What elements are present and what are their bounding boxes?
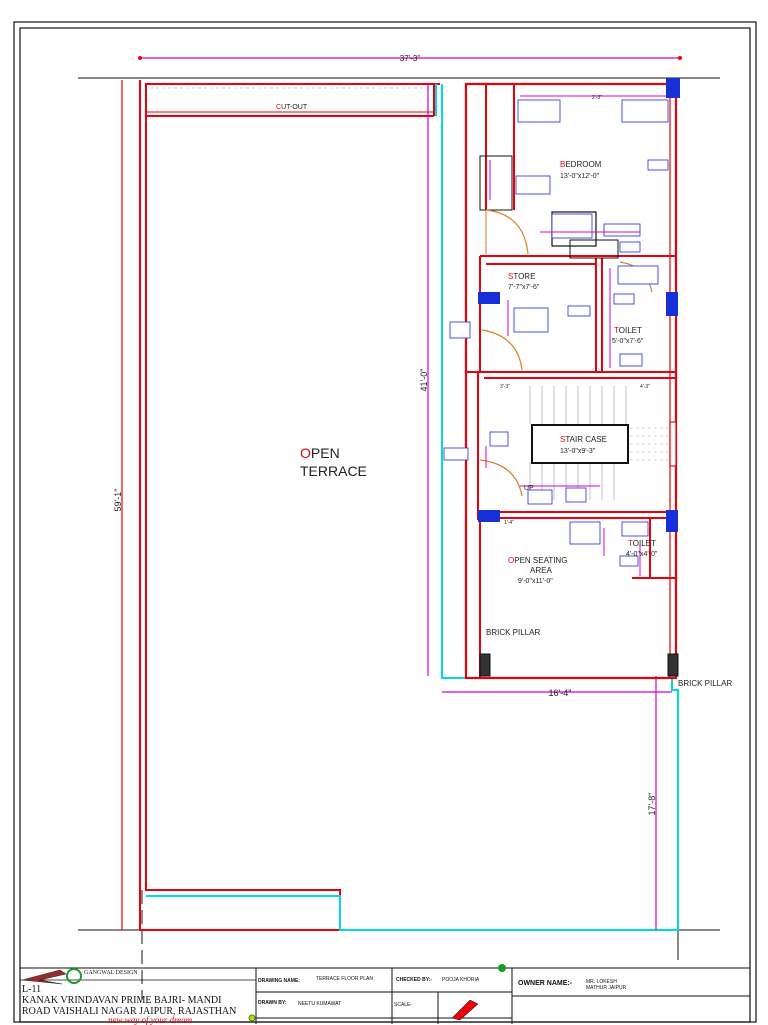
- dim-4-3: 4'-3": [640, 384, 650, 390]
- wardrobe: [479, 155, 513, 211]
- dim-tick: [138, 56, 142, 60]
- bedroom-size: 13'-0"x12'-0": [560, 173, 600, 180]
- column-mid-right: [666, 292, 678, 316]
- toilet-lower-label: TOILET: [628, 539, 656, 548]
- stair-up-label: UP: [524, 485, 534, 492]
- store-door-arc: [481, 329, 523, 371]
- dim-3-3: 3'-3": [500, 384, 510, 390]
- dim-1-4: 1'-4": [504, 520, 514, 526]
- drawing-name-value: TERRACE FLOOR PLAN: [316, 976, 373, 982]
- store-label: STORE: [508, 272, 535, 281]
- staircase-label-box: [531, 424, 629, 464]
- drawn-by-value: NEETU KUMAWAT: [298, 1001, 342, 1007]
- stair-steps-top: [529, 386, 627, 424]
- toilet-lower-size: 4'-0"x4'-0": [626, 551, 658, 558]
- open-seating-label: OPEN SEATING: [508, 556, 567, 565]
- electrical-wiring: [485, 95, 666, 576]
- marker-green-1: [498, 964, 506, 972]
- brick-pillar-label-1: BRICK PILLAR: [486, 628, 540, 637]
- stair-red-strip: [669, 421, 677, 467]
- outer-wall: [139, 80, 440, 931]
- open-seating-label-line2: AREA: [530, 566, 552, 575]
- toilet-upper-size: 5'-0"x7'-6": [612, 338, 644, 345]
- owner-value: MR. LOKESH MATHUR JAIPUR: [586, 979, 627, 991]
- open-terrace-label-line2: TERRACE: [300, 463, 367, 479]
- cutout-label: CUT-OUT: [276, 104, 308, 111]
- toilet-upper-label: TOILET: [614, 326, 642, 335]
- store-size: 7'-7"x7'-6": [508, 284, 540, 291]
- firm-name: GANGWAL DESIGN: [84, 970, 138, 976]
- plot-number: L-11: [22, 984, 42, 995]
- address-line-2: ROAD VAISHALI NAGAR JAIPUR, RAJASTHAN: [22, 1006, 237, 1017]
- dim-lower-depth: 17'-8": [647, 793, 657, 816]
- dim-tick: [678, 56, 682, 60]
- owner-label: OWNER NAME:-: [518, 980, 573, 987]
- dim-top-width: 37'-3": [400, 54, 421, 63]
- building-outline: [464, 82, 678, 680]
- dim-left-depth: 59'-1": [113, 489, 123, 512]
- sheet-border-inner: [19, 27, 751, 1023]
- open-seating-size: 9'-0"x11'-0": [518, 578, 553, 585]
- bedside: [569, 239, 619, 259]
- brick-pillar-label-2: BRICK PILLAR: [678, 679, 732, 688]
- column-lower-right: [666, 510, 678, 532]
- logo-g-icon: [66, 968, 82, 984]
- logo-plane-icon: [21, 969, 67, 985]
- staircase-size: 13'-0"x9'-3": [560, 448, 596, 455]
- north-arrow-icon: [451, 999, 479, 1021]
- electrical-annotations: [443, 99, 669, 567]
- brick-pillar-right: [667, 653, 679, 677]
- drawn-by-label: DRAWN BY:: [258, 1000, 287, 1006]
- column-lower-left: [478, 510, 500, 522]
- open-terrace-label: OPEN: [300, 445, 340, 461]
- dim-bottom-width: 16'-4": [549, 688, 572, 698]
- drawing-name-label: DRAWING NAME:: [258, 978, 300, 984]
- dim-2-3: 2'-3": [592, 95, 602, 101]
- brick-pillar-left: [479, 653, 491, 677]
- scale-label: SCALE-: [394, 1002, 413, 1008]
- bedroom-door-arc: [485, 209, 529, 255]
- staircase-label: STAIR CASE: [560, 435, 607, 444]
- stair-landing-lines: [630, 427, 670, 461]
- column-top-right: [666, 78, 680, 98]
- address-line-1: KANAK VRINDAVAN PRIME BAJRI- MANDI: [22, 995, 222, 1006]
- boundary-line: [146, 84, 679, 931]
- tagline: new way of your dream: [108, 1015, 193, 1025]
- checked-by-value: POOJA KHORIA: [442, 977, 480, 983]
- marker-green-2: [248, 1014, 256, 1022]
- checked-by-label: CHECKED BY:-: [396, 977, 433, 983]
- dim-right-depth: 41'-0": [419, 369, 429, 392]
- column-mid-left: [478, 292, 500, 304]
- bedroom-label: BEDROOM: [560, 160, 602, 169]
